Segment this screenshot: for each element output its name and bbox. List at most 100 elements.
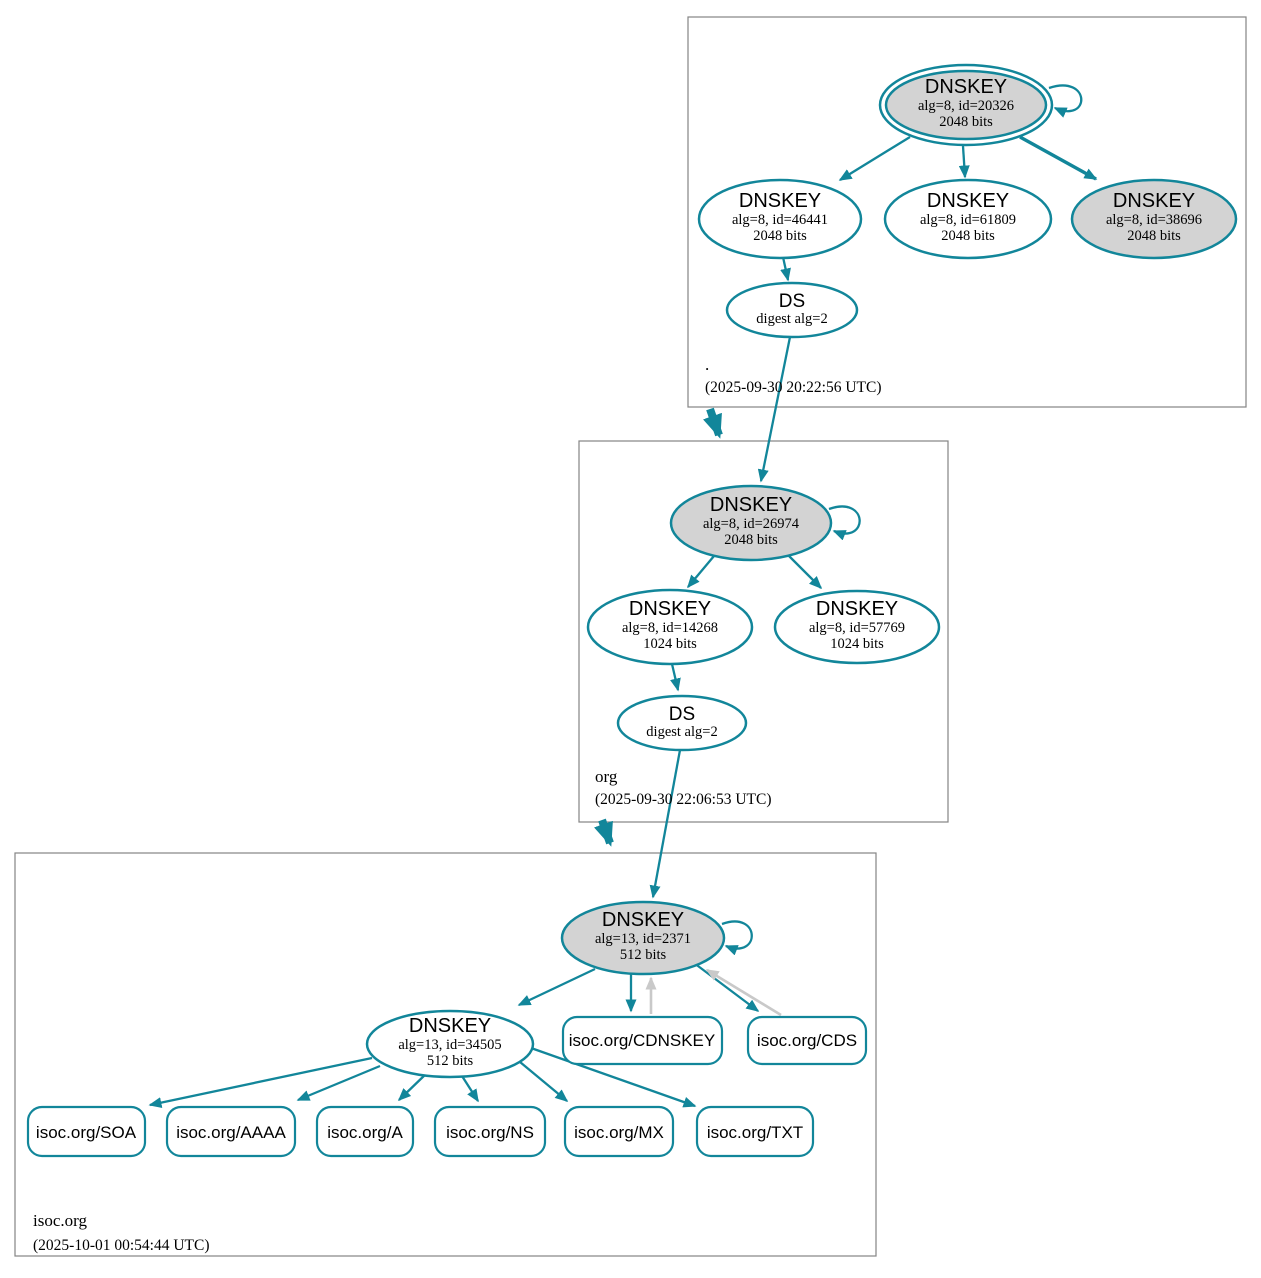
node-rrset-ns[interactable]: isoc.org/NS	[433, 1105, 547, 1158]
edge-isoc-zsk-to-txt	[530, 1046, 697, 1108]
dnskey-ellipse	[697, 178, 863, 260]
node-title: DNSKEY	[710, 494, 792, 516]
node-title: DNSKEY	[1113, 190, 1195, 212]
node-detail: alg=8, id=57769	[809, 620, 905, 636]
node-rrset-soa[interactable]: isoc.org/SOA	[26, 1105, 147, 1158]
node-dnskey-org-26974[interactable]: DNSKEY alg=8, id=26974 2048 bits	[669, 484, 833, 562]
zone-box-isoc-org	[14, 852, 877, 1257]
zone-timestamp-isoc-org: (2025-10-01 00:54:44 UTC)	[33, 1237, 210, 1254]
node-title: DNSKEY	[602, 909, 684, 931]
node-dnskey-root-61809[interactable]: DNSKEY alg=8, id=61809 2048 bits	[883, 178, 1053, 260]
rrset-label: isoc.org/SOA	[36, 1123, 137, 1142]
edge-isoc-ksk-self-loop	[721, 920, 753, 956]
rrset-rect	[563, 1105, 675, 1158]
node-dnskey-org-57769[interactable]: DNSKEY alg=8, id=57769 1024 bits	[773, 589, 941, 665]
node-dnskey-org-14268[interactable]: DNSKEY alg=8, id=14268 1024 bits	[586, 588, 754, 666]
node-title: DNSKEY	[927, 190, 1009, 212]
node-title: DS	[669, 704, 695, 725]
node-dnskey-root-46441[interactable]: DNSKEY alg=8, id=46441 2048 bits	[697, 178, 863, 260]
node-dnskey-isoc-34505[interactable]: DNSKEY alg=13, id=34505 512 bits	[365, 1009, 535, 1079]
node-dnskey-root-38696[interactable]: DNSKEY alg=8, id=38696 2048 bits	[1070, 178, 1238, 260]
node-title: DNSKEY	[629, 598, 711, 620]
zone-box-org	[578, 440, 949, 823]
rrset-rect	[695, 1105, 815, 1158]
node-title: DS	[779, 291, 805, 312]
rrset-label: isoc.org/TXT	[707, 1123, 803, 1142]
node-detail: alg=8, id=14268	[622, 620, 718, 636]
node-detail: 512 bits	[620, 947, 667, 963]
rrset-rect	[165, 1105, 297, 1158]
edge-isoc-zsk-to-soa	[148, 1056, 373, 1108]
node-rrset-txt[interactable]: isoc.org/TXT	[695, 1105, 815, 1158]
zone-label-isoc-org: isoc.org	[33, 1211, 87, 1230]
dnskey-ellipse	[365, 1009, 535, 1079]
node-detail: 2048 bits	[724, 532, 778, 548]
rrset-label: isoc.org/NS	[446, 1123, 534, 1142]
rrset-rect	[315, 1105, 415, 1158]
edge-root-zone-to-org-zone	[703, 407, 723, 439]
edge-root-zsk1-to-ds	[780, 256, 791, 282]
node-detail: 2048 bits	[939, 114, 993, 130]
node-detail: alg=8, id=46441	[732, 212, 828, 228]
rrset-rect	[433, 1105, 547, 1158]
rrset-label: isoc.org/A	[327, 1123, 403, 1142]
rrset-label: isoc.org/CDS	[757, 1031, 857, 1050]
node-title: DNSKEY	[816, 598, 898, 620]
rrset-label: isoc.org/AAAA	[176, 1123, 286, 1142]
edge-isoc-zsk-to-a	[397, 1071, 429, 1102]
edge-root-ksk-to-zsk1	[838, 136, 911, 181]
node-rrset-aaaa[interactable]: isoc.org/AAAA	[165, 1105, 297, 1158]
edge-isoc-zsk-to-mx	[519, 1061, 569, 1102]
dnskey-ellipse	[1070, 178, 1238, 260]
node-detail: alg=8, id=26974	[703, 516, 800, 532]
node-title: DNSKEY	[739, 190, 821, 212]
node-detail: 1024 bits	[830, 636, 884, 652]
rrset-label: isoc.org/CDNSKEY	[569, 1031, 715, 1050]
edge-isoc-ksk-to-cds	[693, 962, 760, 1012]
node-detail: 1024 bits	[643, 636, 697, 652]
edge-org-ksk-to-zsk2	[788, 555, 823, 590]
node-dnskey-isoc-2371[interactable]: DNSKEY alg=13, id=2371 512 bits	[560, 900, 726, 976]
node-rrset-cdnskey[interactable]: isoc.org/CDNSKEY	[561, 1015, 724, 1066]
node-detail: alg=8, id=61809	[920, 212, 1016, 228]
node-dnskey-root-20326[interactable]: DNSKEY alg=8, id=20326 2048 bits	[878, 63, 1054, 147]
rrset-rect	[746, 1015, 868, 1066]
edge-isoc-cds-to-ksk	[705, 968, 782, 1017]
node-title: DNSKEY	[409, 1015, 491, 1037]
node-detail: 2048 bits	[1127, 228, 1181, 244]
zone-timestamp-root: (2025-09-30 20:22:56 UTC)	[705, 379, 882, 396]
node-detail: alg=13, id=34505	[398, 1037, 501, 1053]
node-detail: alg=8, id=38696	[1106, 212, 1202, 228]
edge-org-zsk1-to-ds	[670, 663, 681, 692]
node-ds-root[interactable]: DS digest alg=2	[725, 281, 859, 339]
rrset-rect	[561, 1015, 724, 1066]
zone-label-root: .	[705, 355, 709, 374]
node-detail: 512 bits	[427, 1053, 474, 1069]
node-detail: digest alg=2	[646, 724, 717, 740]
edge-org-ds-to-isoc-ksk	[649, 749, 682, 899]
node-rrset-a[interactable]: isoc.org/A	[315, 1105, 415, 1158]
edge-isoc-zsk-to-ns	[461, 1075, 479, 1103]
zone-label-org: org	[595, 767, 618, 786]
edge-root-ksk-to-ksk2	[1019, 135, 1098, 181]
dnskey-ellipse	[883, 178, 1053, 260]
node-title: DNSKEY	[925, 76, 1007, 98]
node-rrset-mx[interactable]: isoc.org/MX	[563, 1105, 675, 1158]
edge-org-ksk-to-zsk1	[687, 555, 715, 589]
dnskey-ellipse	[773, 589, 941, 665]
dnskey-ellipse	[560, 900, 726, 976]
edge-root-ds-to-org-ksk	[757, 336, 792, 483]
node-rrset-cds[interactable]: isoc.org/CDS	[746, 1015, 868, 1066]
ds-ellipse	[616, 694, 748, 752]
dnskey-ellipse	[586, 588, 754, 666]
edge-isoc-zsk-to-aaaa	[296, 1064, 381, 1102]
zone-box-root	[687, 16, 1247, 408]
zone-timestamp-org: (2025-09-30 22:06:53 UTC)	[595, 791, 772, 808]
node-ds-org[interactable]: DS digest alg=2	[616, 694, 748, 752]
rrset-rect	[26, 1105, 147, 1158]
edge-org-ksk-self-loop	[828, 505, 861, 541]
node-detail: alg=8, id=20326	[918, 98, 1014, 114]
edge-org-zone-to-isoc-zone	[593, 818, 614, 847]
ds-ellipse	[725, 281, 859, 339]
node-detail: digest alg=2	[756, 311, 827, 327]
